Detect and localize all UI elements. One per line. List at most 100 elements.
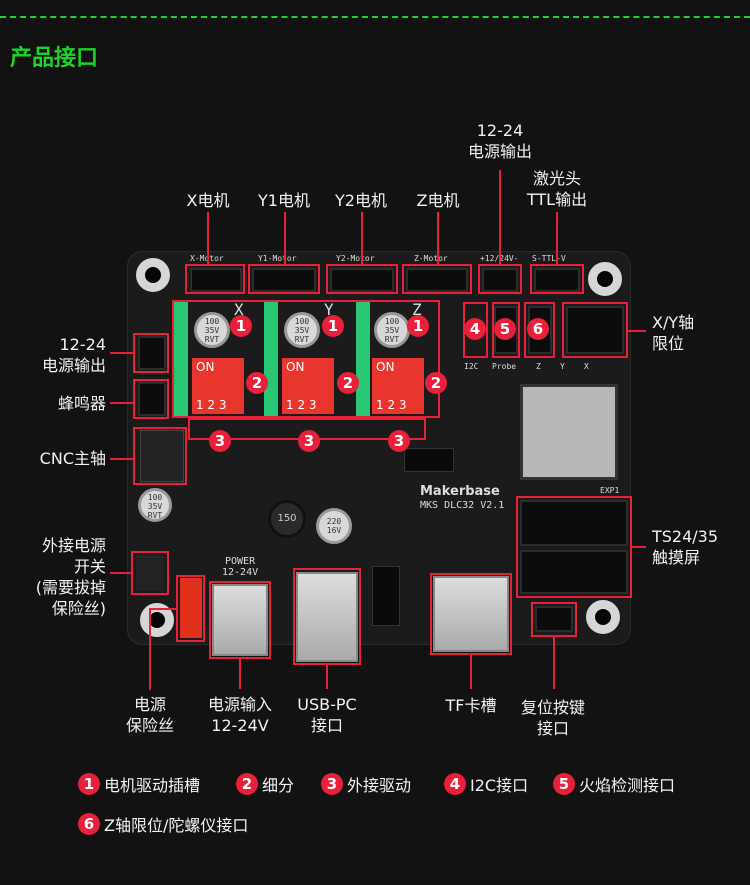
leader-line <box>284 212 286 264</box>
label-power-out-left: 12-24 电源输出 <box>41 335 106 375</box>
spindle-terminal <box>140 430 184 482</box>
axis-y-label: Y <box>324 300 334 319</box>
silk-z-motor: Z-Motor <box>414 254 448 263</box>
label-spindle: CNC主轴 <box>39 449 106 468</box>
legend-text: I2C接口 <box>470 776 529 795</box>
capacitor: 100 35V RVT <box>284 312 320 348</box>
board-brand: Makerbase <box>420 484 500 499</box>
axis-z-label: Z <box>412 300 422 319</box>
page-title: 产品接口 <box>10 46 99 71</box>
leader-line <box>632 546 646 548</box>
legend-text: 细分 <box>262 776 295 795</box>
y1-motor-connector <box>252 268 316 292</box>
marker-3: 3 <box>388 430 410 452</box>
silk-y1-motor: Y1-Motor <box>258 254 297 263</box>
chip <box>404 448 454 472</box>
silk-i2c: I2C <box>464 362 479 371</box>
highlight-z-limit <box>524 302 555 358</box>
capacitor: 100 35V RVT <box>374 312 410 348</box>
label-switch: 外接电源 开关 (需要拔掉 保险丝) <box>35 536 106 618</box>
silk-ttl: S-TTL-V <box>532 254 566 263</box>
marker-6: 6 <box>527 318 549 340</box>
legend-marker: 6 <box>78 813 100 835</box>
highlight-xy-limit <box>562 302 628 358</box>
marker-1: 1 <box>230 315 252 337</box>
label-touch: TS24/35 触摸屏 <box>652 527 719 567</box>
marker-3: 3 <box>209 430 231 452</box>
leader-line <box>110 352 133 354</box>
switch-header <box>136 555 164 591</box>
driver-header-strip <box>356 302 370 416</box>
marker-2: 2 <box>246 372 268 394</box>
legend-marker: 3 <box>321 773 343 795</box>
esp32-module <box>520 384 618 480</box>
exp2-connector <box>520 550 628 594</box>
label-buzzer: 蜂鸣器 <box>57 394 106 413</box>
legend-text: 电机驱动插槽 <box>104 776 201 795</box>
silk-z: Z <box>536 362 541 371</box>
z-motor-connector <box>406 268 468 292</box>
silk-x-motor: X-Motor <box>190 254 224 263</box>
highlight-z-motor <box>402 264 472 294</box>
label-usb: USB-PC 接口 <box>297 695 357 735</box>
highlight-drivers <box>172 300 440 418</box>
marker-5: 5 <box>494 318 516 340</box>
tf-card-slot <box>433 576 509 652</box>
leader-line <box>207 212 209 264</box>
capacitor-220: 220 16V <box>316 508 352 544</box>
highlight-ttl <box>530 264 584 294</box>
highlight-y2-motor <box>326 264 398 294</box>
label-laser-ttl: 激光头 TTL输出 <box>526 169 588 209</box>
leader-line <box>556 212 558 264</box>
board-model: MKS DLC32 V2.1 <box>420 500 505 511</box>
leader-line <box>239 659 241 689</box>
marker-3: 3 <box>298 430 320 452</box>
legend-marker: 1 <box>78 773 100 795</box>
highlight-fuse <box>176 575 205 642</box>
marker-2: 2 <box>425 372 447 394</box>
leader-line <box>361 212 363 264</box>
driver-header-strip <box>174 302 188 416</box>
silk-y: Y <box>560 362 565 371</box>
legend-text: 火焰检测接口 <box>579 776 676 795</box>
label-tf: TF卡槽 <box>445 696 497 715</box>
legend-marker: 2 <box>236 773 258 795</box>
label-power-in: 电源输入 12-24V <box>207 695 272 735</box>
leader-line <box>470 655 472 689</box>
legend-text: Z轴限位/陀螺仪接口 <box>104 816 249 835</box>
leader-line <box>437 212 439 264</box>
leader-line <box>110 458 133 460</box>
label-z-motor: Z电机 <box>416 191 460 210</box>
highlight-power-out-left <box>133 333 169 373</box>
chip <box>372 566 400 626</box>
highlight-x-motor <box>185 264 245 294</box>
capacitor: 100 35V RVT <box>194 312 230 348</box>
label-x-motor: X电机 <box>186 191 230 210</box>
highlight-switch <box>131 551 169 595</box>
inductor: 150 <box>268 500 306 538</box>
highlight-tf <box>430 573 512 655</box>
legend-marker: 5 <box>553 773 575 795</box>
dip-on-label: ON <box>196 360 215 374</box>
silk-x: X <box>584 362 589 371</box>
highlight-buzzer <box>133 379 169 419</box>
capacitor: 100 35V RVT <box>138 488 172 522</box>
silk-exp1: EXP1 <box>600 486 620 495</box>
leader-line <box>149 608 151 690</box>
dashed-divider <box>0 16 750 18</box>
highlight-y1-motor <box>248 264 320 294</box>
leader-line <box>553 637 555 689</box>
mount-hole <box>136 258 170 292</box>
mount-hole <box>588 262 622 296</box>
highlight-usb <box>293 568 361 665</box>
x-motor-connector <box>190 268 242 292</box>
label-y1-motor: Y1电机 <box>258 191 310 210</box>
highlight-power-in <box>209 581 271 659</box>
